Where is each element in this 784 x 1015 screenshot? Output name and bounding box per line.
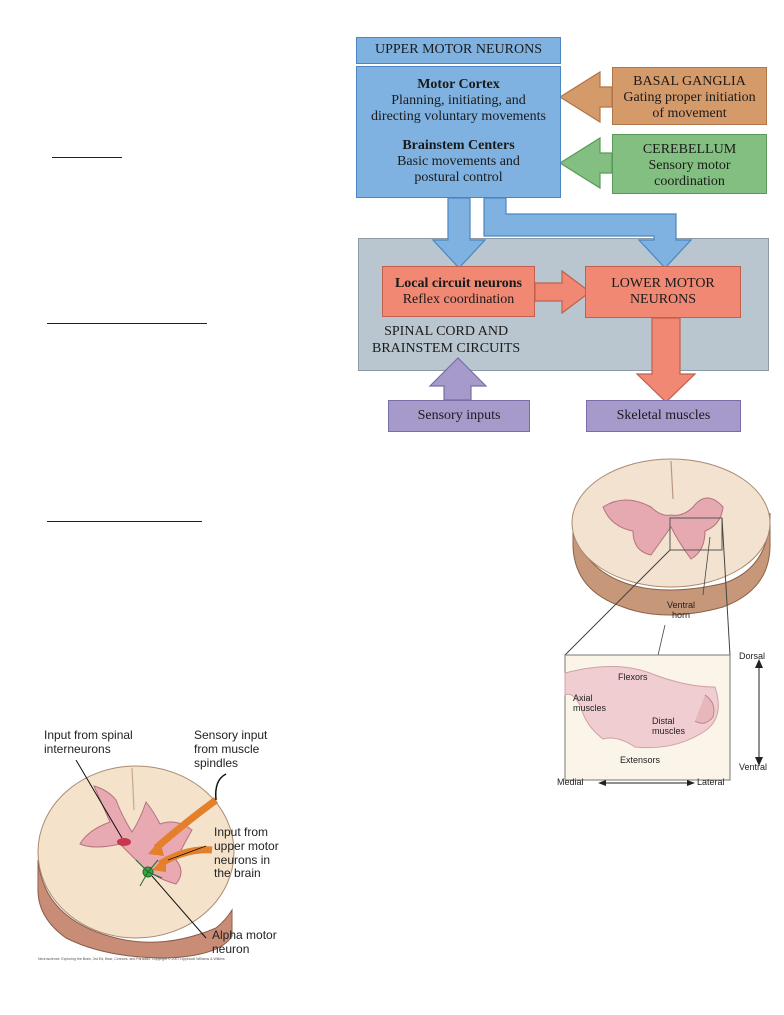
spinal-cord-label-1: SPINAL CORD AND: [384, 324, 509, 339]
spinal-cord-cross-section-left: [37, 760, 235, 959]
local-to-lmn-arrow: [534, 269, 591, 315]
axial-muscles-label: Axial muscles: [573, 693, 606, 714]
upper-motor-neurons-label: UPPER MOTOR NEURONS: [375, 42, 542, 57]
distal-muscles-label-2: muscles: [652, 726, 686, 737]
cerebellum-arrow: [558, 136, 613, 190]
local-circuit-title: Local circuit neurons: [394, 276, 523, 291]
sensory-input-arrow: [428, 357, 488, 401]
basal-ganglia-title: BASAL GANGLIA: [633, 74, 746, 89]
skeletal-muscles-label: Skeletal muscles: [616, 408, 711, 423]
axial-muscles-label-1: Axial: [573, 693, 593, 703]
axial-muscles-label-2: muscles: [573, 703, 607, 714]
motor-cortex-title: Motor Cortex: [417, 77, 500, 92]
alpha-motor-neuron-label: Alpha motor neuron: [212, 928, 277, 957]
local-circuit-box: Local circuit neurons Reflex coordinatio…: [382, 266, 535, 317]
blank-line-2: [47, 323, 207, 324]
brainstem-title: Brainstem Centers: [402, 138, 515, 153]
cerebellum-desc-2: coordination: [654, 174, 725, 189]
input-upper-motor-4: the brain: [214, 866, 261, 881]
brainstem-desc-1: Basic movements and: [397, 154, 520, 169]
alpha-motor-neuron-2: neuron: [212, 941, 250, 956]
medial-label: Medial: [557, 777, 584, 787]
basal-ganglia-desc-2: of movement: [652, 106, 727, 121]
sensory-input-spindles-3: spindles: [194, 755, 239, 770]
gray-matter: [602, 497, 724, 560]
distal-muscles-label-1: Distal: [652, 716, 675, 726]
sensory-input-spindles-1: Sensory input: [194, 728, 268, 742]
copyright-credit: Neuroscience: Exploring the Brain, 3rd E…: [38, 957, 225, 961]
distal-muscles-label: Distal muscles: [652, 716, 685, 737]
skeletal-muscles-box: Skeletal muscles: [586, 400, 741, 432]
input-spinal-interneurons-2: interneurons: [44, 741, 111, 756]
basal-ganglia-arrow: [558, 70, 613, 124]
lower-motor-neurons-2: NEURONS: [629, 292, 697, 307]
ventral-horn-label: Ventral horn: [667, 600, 695, 621]
input-upper-motor-label: Input from upper motor neurons in the br…: [214, 825, 279, 881]
cord-side: [572, 512, 771, 616]
local-circuit-desc: Reflex coordination: [402, 292, 515, 307]
sensory-inputs-box: Sensory inputs: [388, 400, 530, 432]
sensory-input-spindles-2: from muscle: [194, 741, 260, 756]
motor-cortex-desc-2: directing voluntary movements: [371, 109, 546, 124]
spindle-input-arrow: [153, 797, 219, 851]
sensory-input-spindles-label: Sensory input from muscle spindles: [194, 728, 268, 770]
flowchart-arrows: [428, 70, 697, 403]
blank-line-1: [52, 157, 122, 158]
input-upper-motor-3: neurons in: [214, 852, 271, 867]
dorsal-label: Dorsal: [739, 651, 766, 661]
ventral-horn-label-2: horn: [672, 610, 691, 621]
ventral-label: Ventral: [739, 762, 768, 772]
ventral-horn-label-1: Ventral: [667, 600, 696, 610]
lower-motor-neurons-box: LOWER MOTOR NEURONS: [585, 266, 741, 318]
upper-motor-neurons-header: UPPER MOTOR NEURONS: [356, 37, 561, 64]
input-upper-motor-2: upper motor: [214, 838, 279, 853]
lower-motor-neurons-1: LOWER MOTOR: [611, 276, 715, 291]
cerebellum-desc-1: Sensory motor: [648, 158, 731, 173]
basal-ganglia-box: BASAL GANGLIA Gating proper initiation o…: [612, 67, 767, 125]
zoom-gray-matter: [564, 666, 719, 749]
extensors-label: Extensors: [620, 755, 661, 765]
spinal-cord-label-2: BRAINSTEM CIRCUITS: [372, 341, 521, 356]
sensory-inputs-label: Sensory inputs: [417, 408, 501, 423]
flexors-label: Flexors: [618, 672, 648, 682]
cerebellum-box: CEREBELLUM Sensory motor coordination: [612, 134, 767, 194]
alpha-motor-neuron-1: Alpha motor: [212, 928, 277, 942]
brainstem-desc-2: postural control: [414, 170, 503, 185]
input-spinal-interneurons-1: Input from spinal: [44, 728, 133, 742]
lmn-to-muscle-arrow: [635, 317, 697, 403]
spinal-cord-cross-section-right: [564, 458, 771, 786]
cerebellum-title: CEREBELLUM: [642, 142, 737, 157]
basal-ganglia-desc-1: Gating proper initiation: [623, 90, 756, 105]
motor-cortex-desc-1: Planning, initiating, and: [391, 93, 526, 108]
upper-motor-box: Motor Cortex Planning, initiating, and d…: [356, 66, 561, 198]
lateral-label: Lateral: [697, 777, 725, 787]
input-upper-motor-1: Input from: [214, 825, 269, 839]
spinal-cord-label: SPINAL CORD AND BRAINSTEM CIRCUITS: [372, 323, 520, 357]
input-spinal-interneurons-label: Input from spinal interneurons: [44, 728, 133, 757]
ventral-horn-highlight: [669, 517, 723, 551]
umn-to-lmn-arrow: [483, 197, 693, 269]
blank-line-3: [47, 521, 202, 522]
umn-to-local-arrow: [431, 197, 487, 269]
